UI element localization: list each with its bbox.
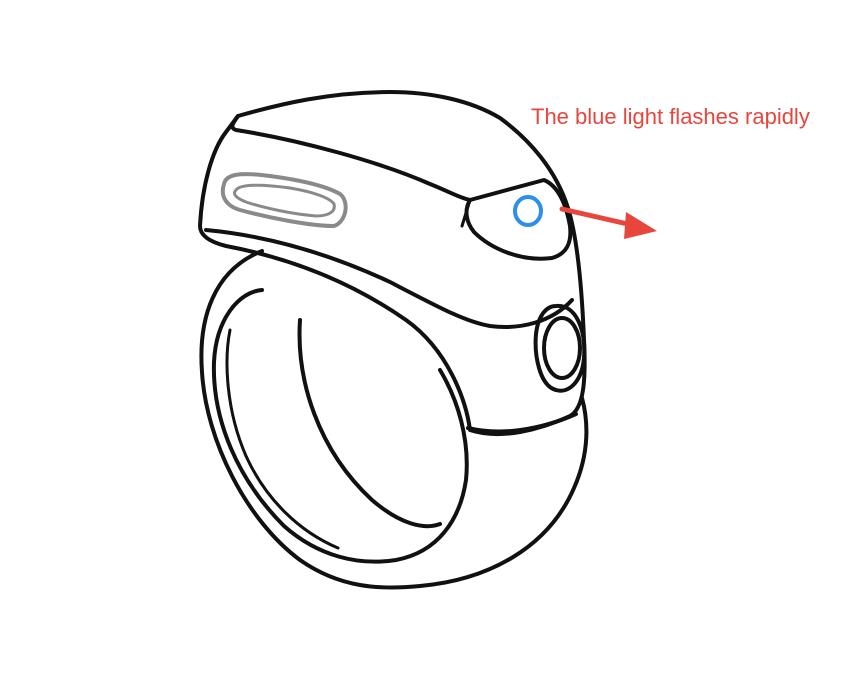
ring-head-outline xyxy=(198,90,587,437)
charging-contact-inner xyxy=(232,183,336,218)
callout-arrowhead xyxy=(624,212,657,239)
ring-head-lower-edge xyxy=(204,228,574,329)
led-cap-divider xyxy=(460,198,472,228)
charging-contact-outer xyxy=(220,172,348,228)
callout-arrow-shaft xyxy=(559,206,635,228)
side-button xyxy=(542,316,582,380)
ring-head-top-face xyxy=(230,114,472,202)
ring-inner-shadow-line xyxy=(225,328,340,550)
ring-side-panel-line xyxy=(466,412,578,434)
ring-outer-band xyxy=(199,249,589,590)
ring-inner-opening xyxy=(211,288,469,564)
led-cap-block xyxy=(464,178,573,261)
ring-inner-side-curve xyxy=(297,318,442,529)
blue-led-indicator xyxy=(513,195,543,227)
annotation-label: The blue light flashes rapidly xyxy=(531,104,810,129)
callout-arrow xyxy=(559,206,657,239)
side-button-housing xyxy=(533,303,587,393)
